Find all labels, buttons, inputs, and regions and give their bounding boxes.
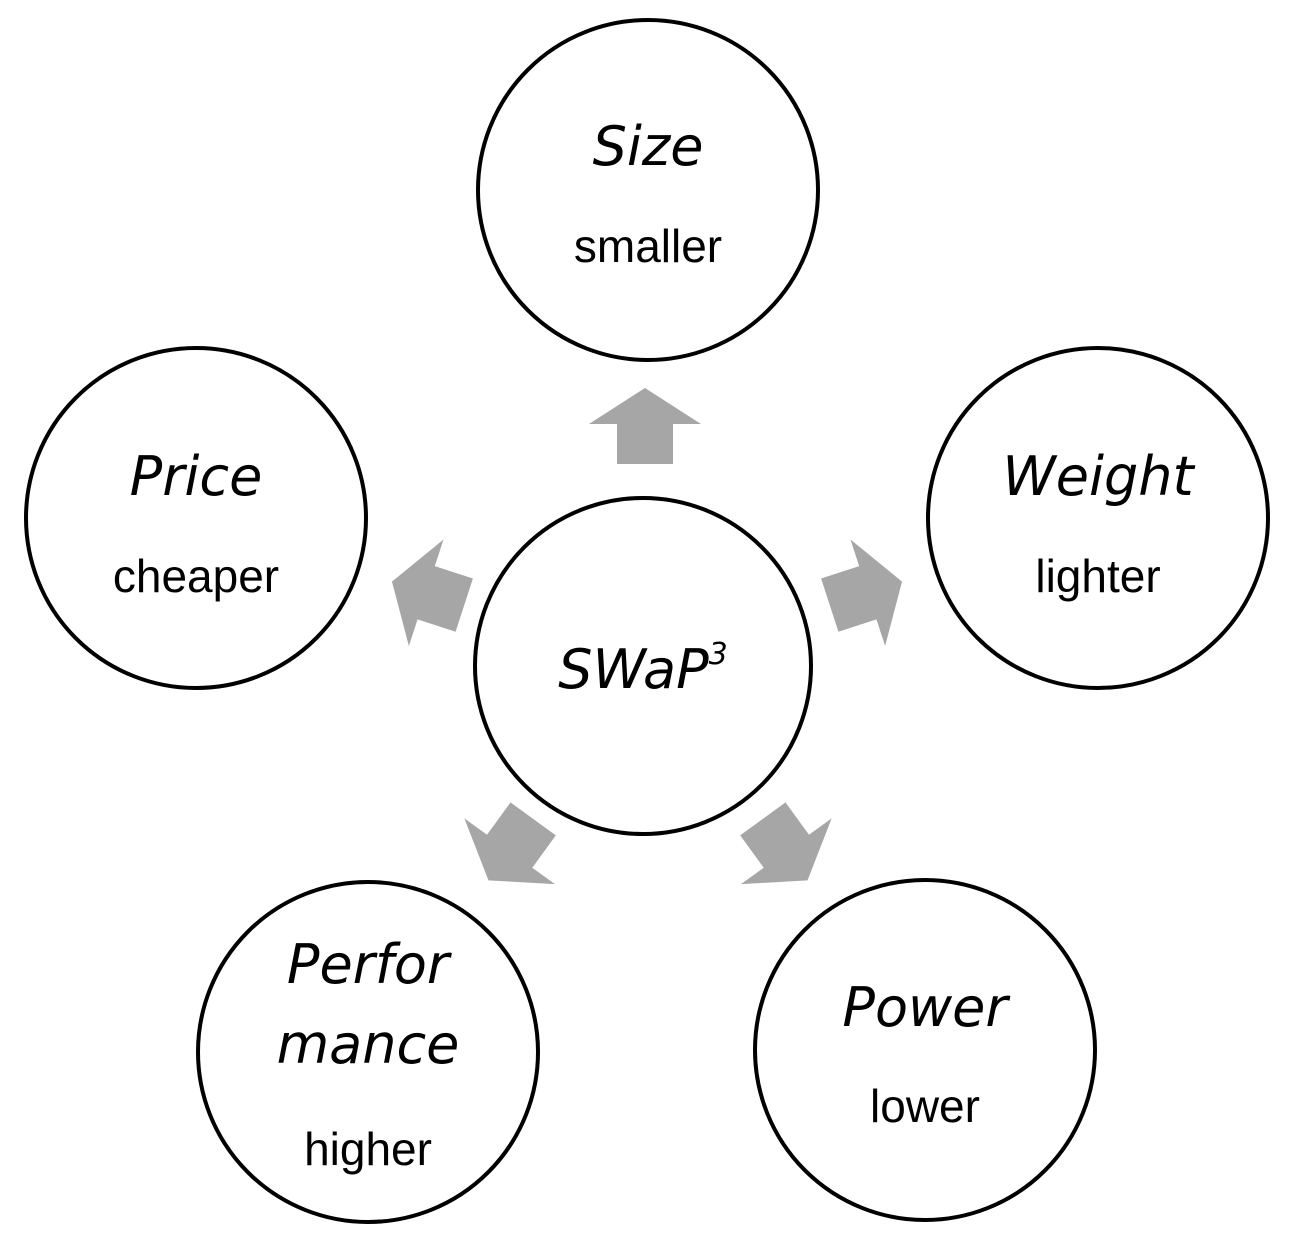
power-subtitle: lower bbox=[870, 1080, 980, 1132]
arrow-to-weight bbox=[821, 539, 903, 647]
weight-node: Weight lighter bbox=[926, 346, 1270, 690]
arrow-to-power bbox=[740, 802, 832, 885]
size-node: Size smaller bbox=[476, 18, 820, 362]
weight-title: Weight bbox=[1002, 445, 1195, 508]
arrow-to-price bbox=[391, 539, 473, 647]
weight-subtitle: lighter bbox=[1035, 550, 1160, 602]
performance-node: Perfor mance higher bbox=[196, 880, 540, 1224]
power-node: Power lower bbox=[753, 878, 1097, 1222]
performance-title-line1: Perfor bbox=[287, 933, 452, 996]
weight-circle bbox=[926, 346, 1270, 690]
price-circle bbox=[24, 346, 368, 690]
size-title: Size bbox=[593, 115, 704, 178]
size-subtitle: smaller bbox=[574, 220, 722, 272]
center-circle bbox=[473, 496, 813, 836]
performance-title-line2: mance bbox=[277, 1013, 460, 1076]
performance-circle bbox=[196, 880, 540, 1224]
price-node: Price cheaper bbox=[24, 346, 368, 690]
arrow-to-performance bbox=[464, 802, 556, 885]
price-subtitle: cheaper bbox=[113, 550, 279, 602]
price-title: Price bbox=[130, 445, 263, 508]
performance-subtitle: higher bbox=[304, 1123, 432, 1175]
power-title: Power bbox=[842, 976, 1010, 1039]
power-circle bbox=[753, 878, 1097, 1222]
center-label: SWaP3 bbox=[558, 637, 727, 701]
size-circle bbox=[476, 18, 820, 362]
arrow-to-size bbox=[589, 388, 701, 464]
center-node: SWaP3 bbox=[473, 496, 813, 836]
arrows bbox=[391, 388, 903, 885]
